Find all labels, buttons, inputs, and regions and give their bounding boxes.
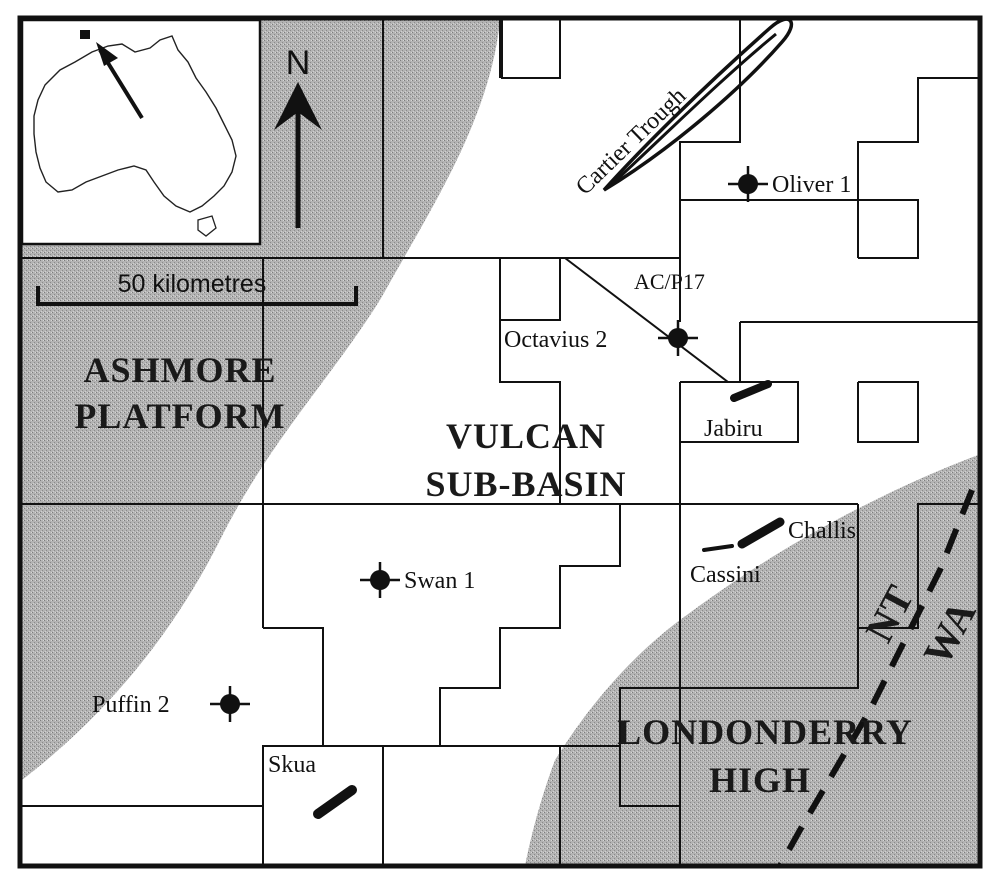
field-cassini: Cassini <box>690 544 761 588</box>
map-frame <box>17 15 983 869</box>
nt-wa-border <box>777 488 975 868</box>
londonderry-label-1: LONDONDERRY <box>617 712 913 752</box>
well-puffin: Puffin 2 <box>92 686 250 722</box>
vulcan-label-2: SUB-BASIN <box>425 464 626 504</box>
well-swan: Swan 1 <box>360 562 475 598</box>
londonderry-label-2: HIGH <box>709 760 811 800</box>
well-swan-label: Swan 1 <box>404 568 475 594</box>
study-area-marker <box>80 30 90 39</box>
field-cassini-label: Cassini <box>690 562 761 588</box>
field-skua-label: Skua <box>268 752 316 778</box>
field-skua: Skua <box>268 752 357 819</box>
well-oliver: Oliver 1 <box>728 166 851 202</box>
field-challis: Challis <box>737 517 856 549</box>
vulcan-label-1: VULCAN <box>446 416 606 456</box>
field-challis-label: Challis <box>788 518 856 544</box>
inset-map <box>20 18 262 246</box>
permit-label: AC/P17 <box>634 269 705 294</box>
londonderry-high-area <box>525 455 978 866</box>
ashmore-label-1: ASHMORE <box>83 350 276 390</box>
permit-block-lines <box>22 20 978 866</box>
well-octavius: Octavius 2 <box>504 320 698 356</box>
inset-arrow-head <box>96 42 118 66</box>
north-label: N <box>286 44 311 82</box>
ashmore-label-2: PLATFORM <box>74 396 285 436</box>
field-jabiru-label: Jabiru <box>704 416 763 442</box>
well-oliver-label: Oliver 1 <box>772 172 851 198</box>
scale-label: 50 kilometres <box>118 270 267 298</box>
scale-bar: 50 kilometres <box>36 270 358 306</box>
tasmania-outline <box>197 215 217 237</box>
australia-outline <box>33 35 237 213</box>
north-arrow: N <box>274 44 322 228</box>
well-octavius-label: Octavius 2 <box>504 327 607 353</box>
field-jabiru: Jabiru <box>704 380 772 442</box>
well-puffin-label: Puffin 2 <box>92 692 170 718</box>
